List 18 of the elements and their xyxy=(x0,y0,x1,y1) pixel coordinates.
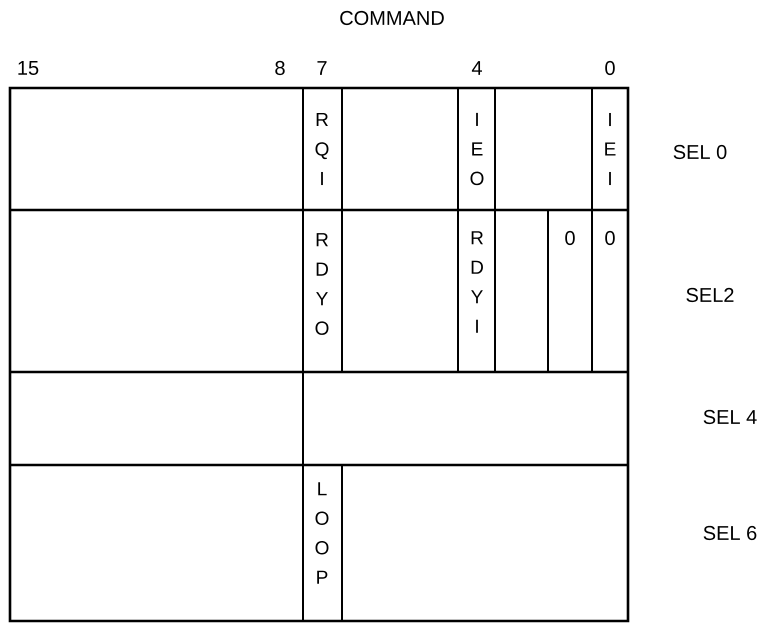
bit-value: 0 xyxy=(605,230,615,246)
bit-number: 15 xyxy=(18,61,38,75)
bit-value: 0 xyxy=(565,230,575,246)
bit-field-label: R D Y I xyxy=(471,231,483,333)
bit-field-label: R Q I xyxy=(316,112,328,186)
bit-number: 4 xyxy=(472,61,482,75)
register-label: SEL 4 xyxy=(704,410,757,424)
register-label: SEL 0 xyxy=(674,144,726,160)
bit-number: 7 xyxy=(317,61,327,75)
bit-field-label: R D Y O xyxy=(316,233,328,335)
register-label: SEL 6 xyxy=(704,526,756,540)
bit-field-label: L O O P xyxy=(316,482,328,584)
bit-field-label: I E O xyxy=(470,112,484,186)
bit-field-label: I E I xyxy=(605,112,616,186)
register-title: COMMAND xyxy=(340,10,444,26)
register-label: SEL2 xyxy=(686,288,734,302)
bit-number: 0 xyxy=(605,60,615,76)
bit-number: 8 xyxy=(275,60,285,76)
